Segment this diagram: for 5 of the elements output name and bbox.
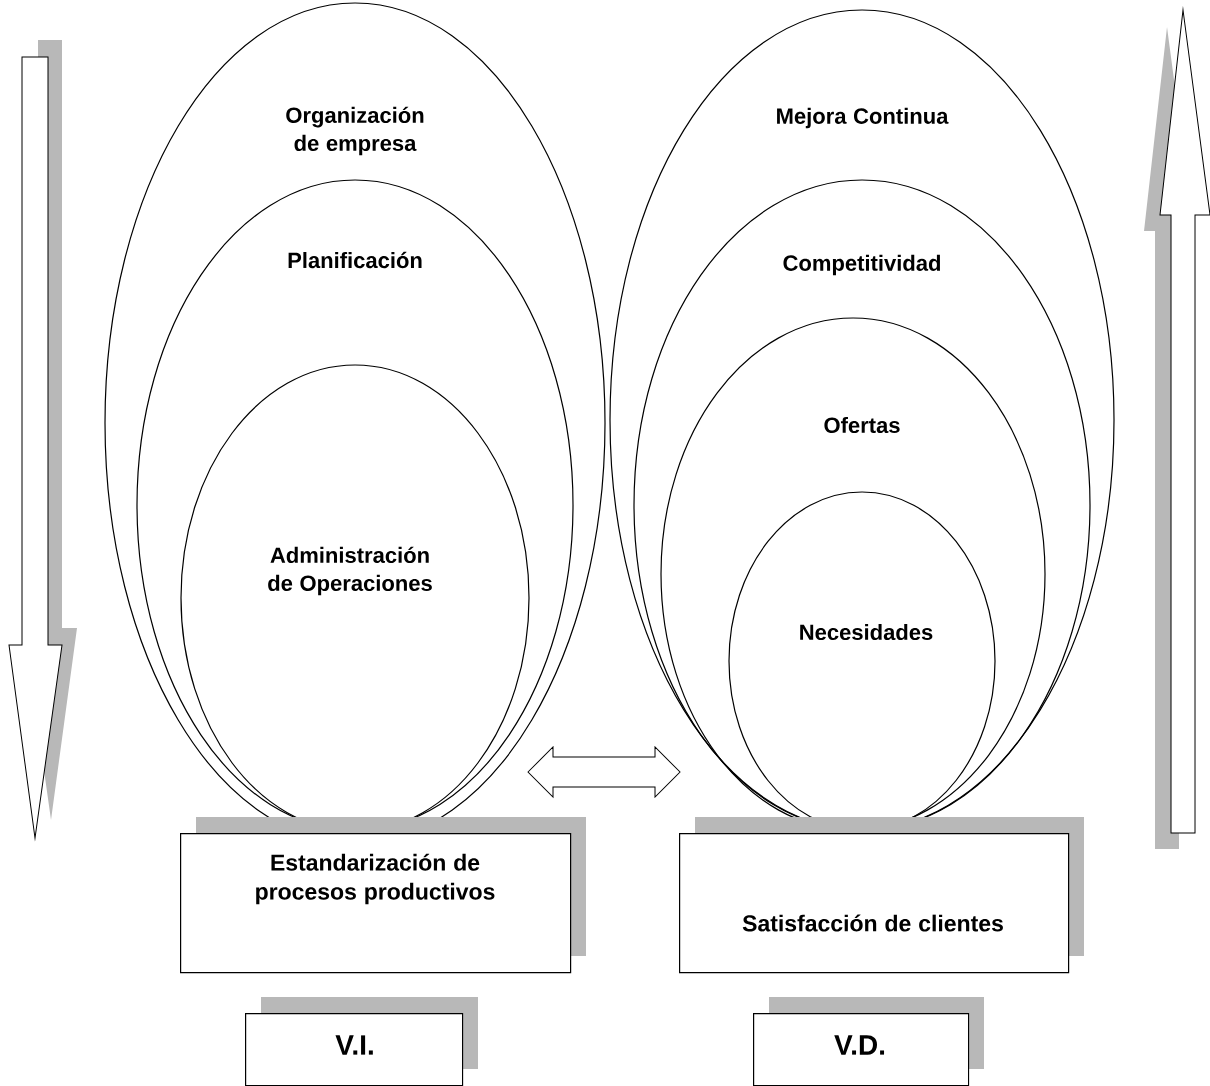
shadowed-box: V.I. bbox=[245, 997, 478, 1086]
shadowed-box: Satisfacción de clientes bbox=[679, 817, 1084, 974]
double-arrow bbox=[527, 746, 681, 798]
shadowed-box: Estandarización de procesos productivos bbox=[180, 817, 586, 974]
shadowed-box: V.D. bbox=[753, 997, 984, 1086]
